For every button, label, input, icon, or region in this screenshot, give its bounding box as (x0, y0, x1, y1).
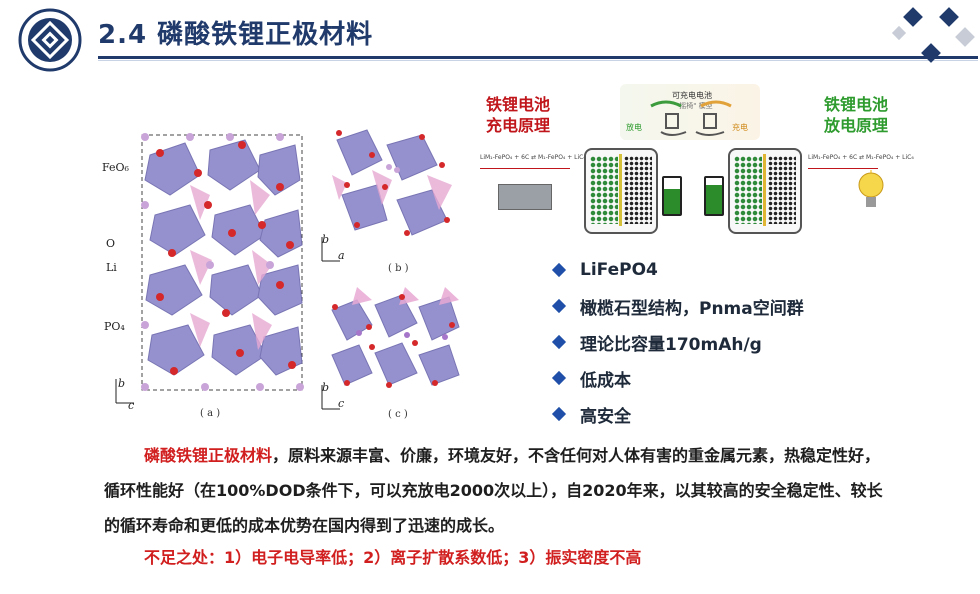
discharging-cell-diagram: LiM₁-FePO₄ + 6C ⇄ M₁-FePO₄ + LiC₆ (696, 140, 976, 235)
panel-c-caption: ( c ) (388, 409, 408, 420)
highlight-term: 磷酸铁锂正极材料 (144, 446, 273, 465)
separator (619, 154, 622, 226)
crystal-figure-b: b a ( b ) (312, 125, 462, 275)
crystal-structure-c (331, 287, 460, 388)
corner-decoration (890, 0, 980, 70)
description-paragraph: 磷酸铁锂正极材料，原料来源丰富、价廉，环境友好，不含任何对人体有害的重金属元素，… (104, 438, 894, 543)
cell-casing-right (728, 148, 802, 234)
feature-list: LiFePO4 橄榄石型结构，Pnma空间群 理论比容量170mAh/g 低成本… (551, 252, 804, 432)
crystal-figure-a: FeO₆ O Li PO₄ (100, 125, 310, 425)
title-divider-thin (98, 60, 978, 61)
discharge-equation: LiM₁-FePO₄ + 6C ⇄ M₁-FePO₄ + LiC₆ (808, 154, 914, 161)
label-o: O (106, 237, 116, 250)
deficit-line: 不足之处：1）电子电导率低；2）离子扩散系数低；3）振实密度不高 (144, 548, 642, 567)
axis-indicator-c (321, 385, 340, 410)
charge-wire (480, 168, 570, 169)
diamond-icon (955, 27, 975, 47)
diamond-bullet-icon (551, 370, 567, 386)
discharge-principle-caption: 铁锂电池 放电原理 (814, 94, 898, 136)
title-divider (98, 56, 978, 59)
charge-equation: LiM₁-FePO₄ + 6C ⇄ M₁-FePO₄ + LiC₆ (480, 154, 586, 161)
diamond-bullet-icon (551, 298, 567, 314)
university-logo (18, 8, 82, 72)
crystal-structure-b (332, 129, 452, 236)
crystal-figure-c: b c ( c ) (312, 285, 462, 427)
diamond-icon (939, 7, 959, 27)
list-item-text: 高安全 (580, 406, 631, 427)
charger-unit (498, 184, 552, 210)
list-item: 理论比容量170mAh/g (551, 324, 804, 360)
diamond-bullet-icon (551, 406, 567, 422)
crystal-structure-a (141, 133, 304, 391)
axis-b-label: b (118, 377, 126, 390)
lightbulb-icon (858, 170, 884, 207)
battery-icon-charging (662, 176, 682, 216)
page-title: 2.4 磷酸铁锂正极材料 (98, 20, 374, 50)
cell-casing-left (584, 148, 658, 234)
list-item: 橄榄石型结构，Pnma空间群 (551, 288, 804, 324)
axis-c-label: c (128, 399, 135, 412)
diamond-bullet-icon (551, 334, 567, 350)
charge-principle-caption: 铁锂电池 充电原理 (476, 94, 560, 136)
discharge-wire (808, 168, 878, 169)
axis-indicator-a (115, 379, 134, 404)
discharge-small-label: 放电 (626, 123, 642, 132)
cathode-particles (590, 156, 618, 224)
list-item: 低成本 (551, 360, 804, 396)
list-item-text: 理论比容量170mAh/g (580, 334, 762, 355)
label-po4: PO₄ (104, 320, 125, 333)
charging-cell-diagram: LiM₁-FePO₄ + 6C ⇄ M₁-FePO₄ + LiC₆ (476, 140, 691, 235)
diamond-icon (891, 25, 907, 41)
anode-graphite (624, 156, 652, 224)
axis-indicator-b (321, 237, 340, 262)
separator-2 (763, 154, 766, 226)
battery-icon-discharging (704, 176, 724, 216)
paragraph-body: ，原料来源丰富、价廉，环境友好，不含任何对人体有害的重金属元素，热稳定性好，循环… (104, 446, 883, 535)
charge-caption-text: 铁锂电池 充电原理 (485, 95, 550, 135)
diamond-bullet-icon (551, 262, 567, 278)
diamond-icon (921, 43, 941, 63)
rocking-sublabel: "摇椅" 模型 (676, 102, 713, 110)
panel-b-caption: ( b ) (388, 263, 409, 274)
rocking-label: 可充电电池 (672, 91, 712, 100)
list-item: LiFePO4 (551, 252, 804, 288)
label-li: Li (106, 261, 117, 274)
list-item-text: 橄榄石型结构，Pnma空间群 (580, 298, 804, 319)
diamond-icon (903, 7, 923, 27)
axis-b-label-2: b (322, 233, 330, 246)
axis-a-label: a (338, 249, 345, 262)
anode-graphite-2 (768, 156, 796, 224)
axis-c-label-2: c (338, 397, 345, 410)
label-feo6: FeO₆ (102, 161, 129, 174)
rocking-chair-model: 可充电电池 "摇椅" 模型 放电 充电 (620, 84, 760, 140)
cathode-particles-2 (734, 156, 762, 224)
rocking-chair-icon (650, 100, 732, 136)
list-item-text: 低成本 (580, 370, 631, 391)
panel-a-caption: ( a ) (200, 408, 221, 419)
list-item: 高安全 (551, 396, 804, 432)
charge-small-label: 充电 (732, 123, 748, 132)
axis-b-label-3: b (322, 381, 330, 394)
discharge-caption-text: 铁锂电池 放电原理 (823, 95, 888, 135)
list-item-text: LiFePO4 (580, 260, 658, 280)
